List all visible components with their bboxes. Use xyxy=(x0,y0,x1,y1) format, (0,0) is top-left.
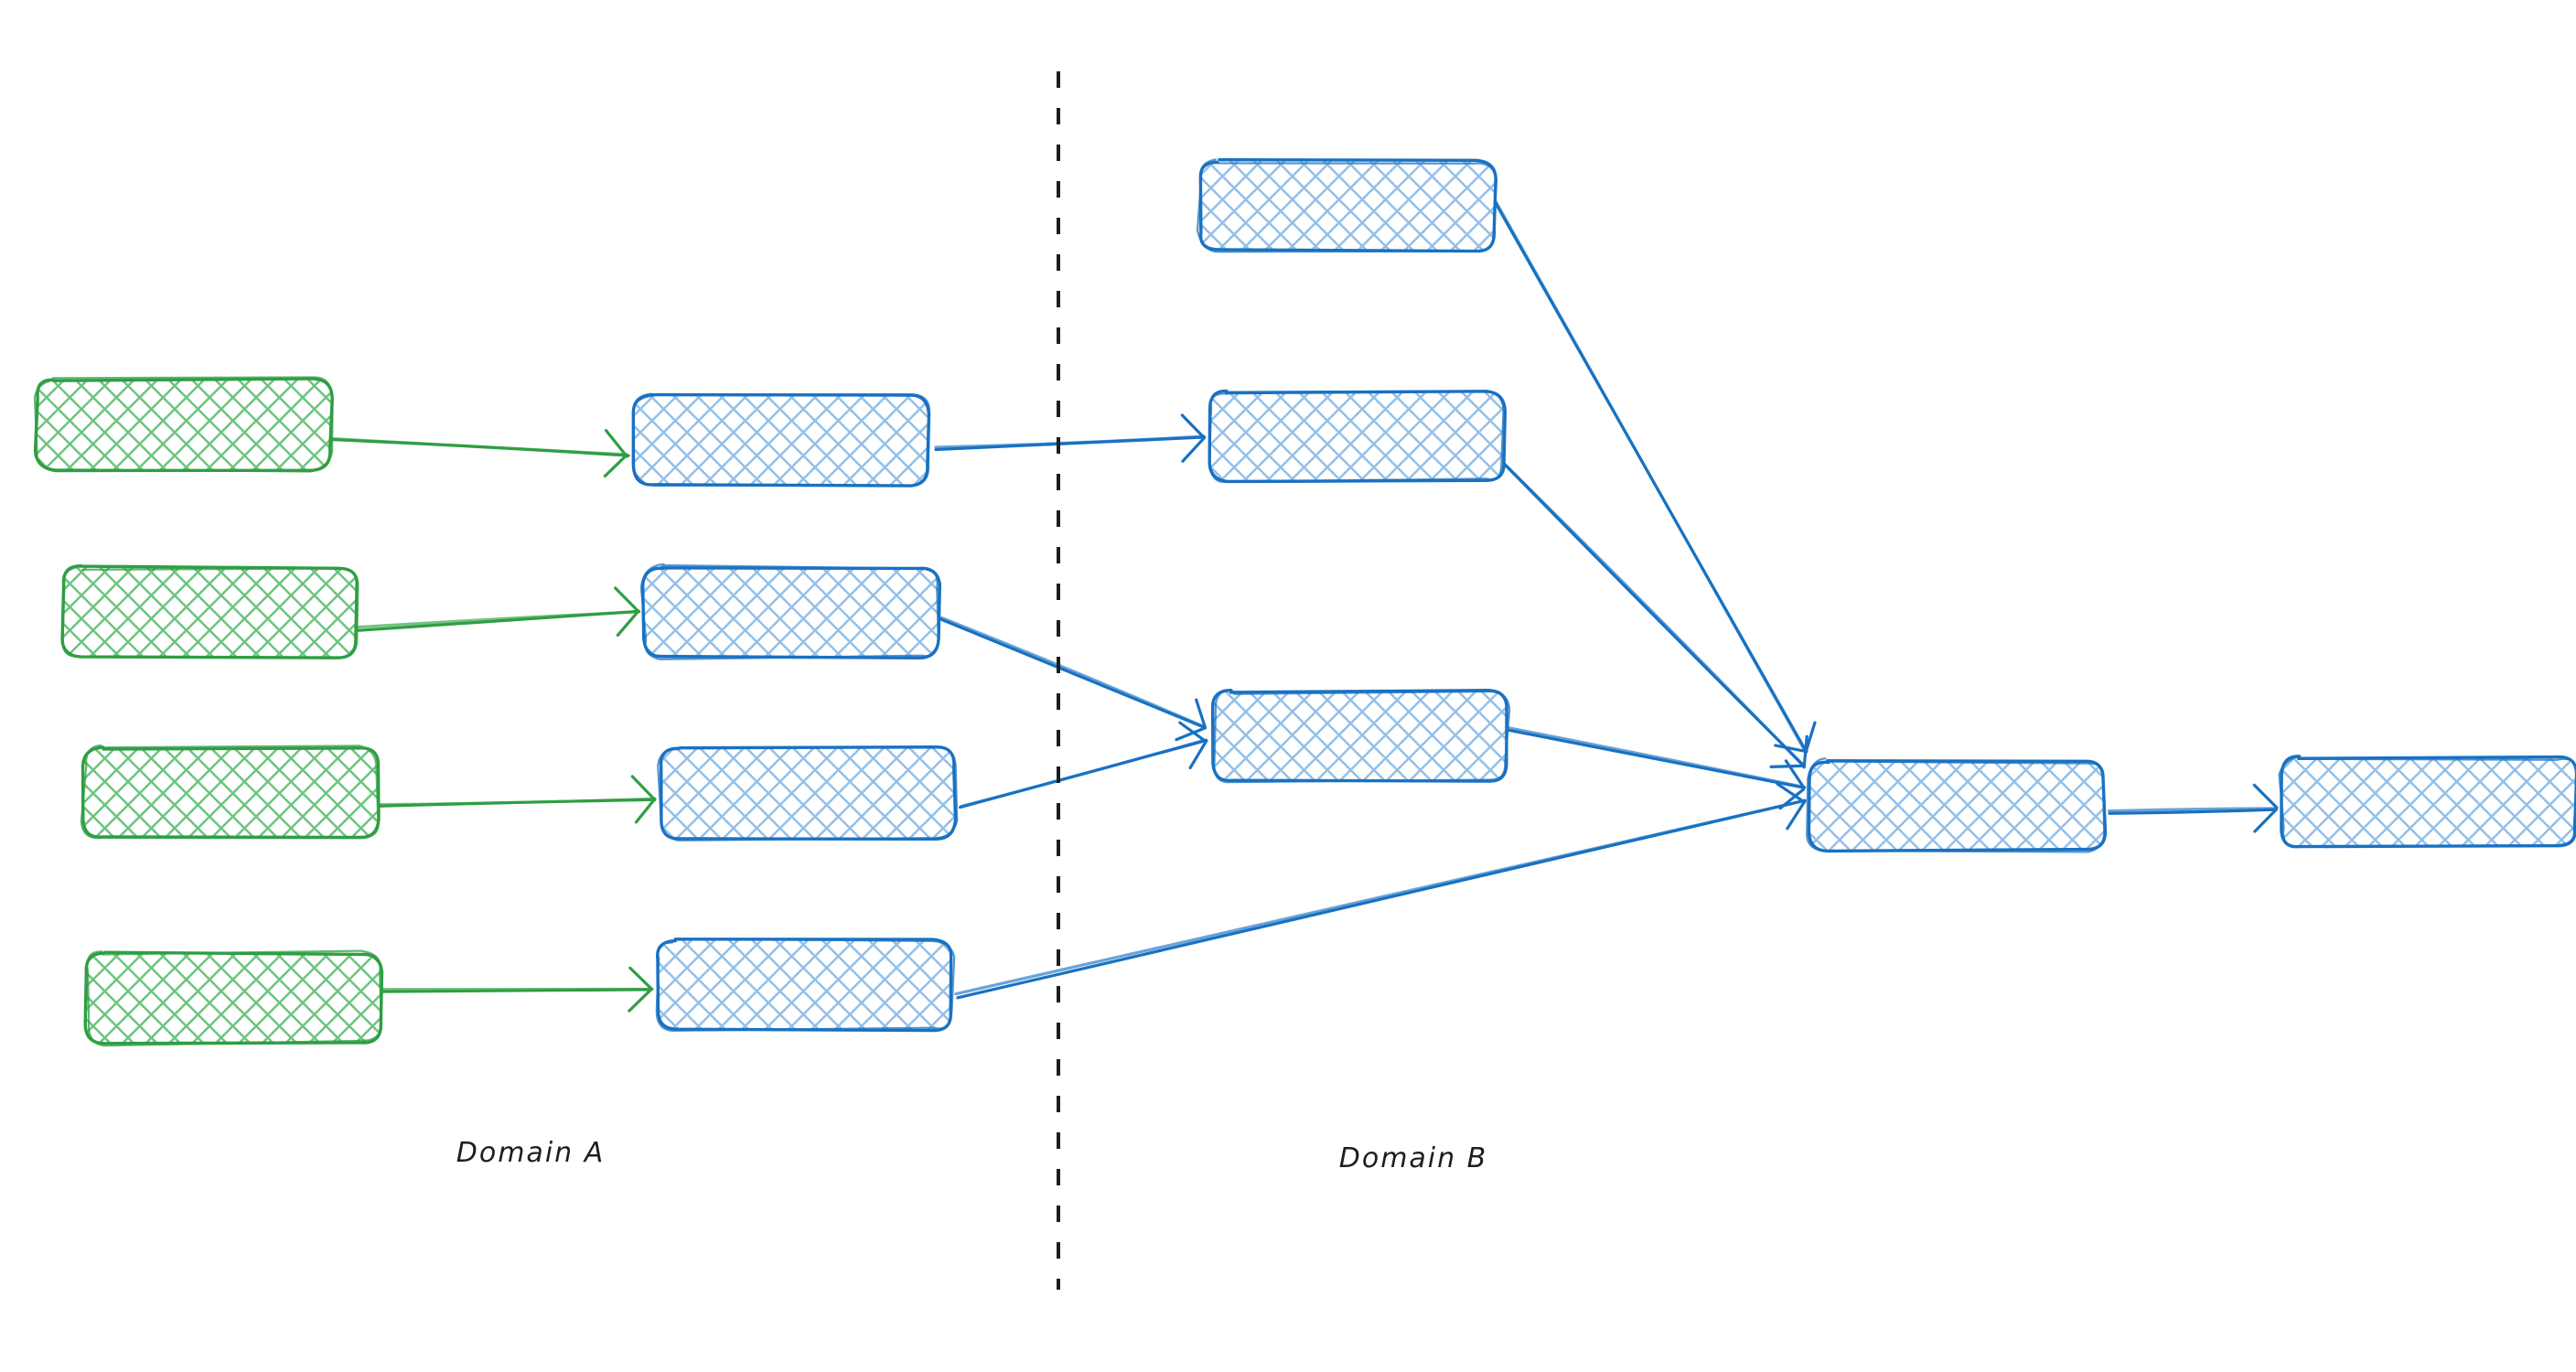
node-c3[interactable] xyxy=(1210,688,1511,784)
edge-arrowhead xyxy=(1776,782,1806,804)
node-fill xyxy=(1213,691,1508,781)
edge-b1-c2 xyxy=(934,413,1207,463)
nodes-layer xyxy=(33,157,2576,1047)
edge-arrowhead xyxy=(1188,739,1208,770)
node-outline xyxy=(2278,755,2576,848)
edge-b3-c3 xyxy=(958,721,1208,809)
edge-arrowhead xyxy=(1195,698,1207,729)
edge-line xyxy=(2107,807,2278,813)
edge-arrowhead xyxy=(614,586,640,614)
node-fill xyxy=(1209,391,1504,481)
node-outline xyxy=(61,565,360,659)
edge-line xyxy=(377,797,656,807)
node-fill xyxy=(657,940,951,1030)
edge-arrowhead xyxy=(2252,783,2279,809)
edge-d1-e1 xyxy=(2107,783,2279,833)
node-b4[interactable] xyxy=(655,938,956,1033)
edge-arrowhead xyxy=(1774,744,1809,754)
node-b2[interactable] xyxy=(639,563,942,660)
node-e1[interactable] xyxy=(2278,755,2576,849)
edge-arrowhead xyxy=(1778,788,1806,810)
node-c2[interactable] xyxy=(1208,389,1508,484)
node-fill xyxy=(644,567,939,657)
edge-line xyxy=(934,434,1206,449)
edge-line xyxy=(1507,726,1807,789)
edge-a2-b2 xyxy=(355,586,641,638)
edge-line xyxy=(954,799,1807,996)
node-outline xyxy=(1210,688,1508,783)
edge-c3-d1 xyxy=(1507,726,1807,810)
edge-arrowhead xyxy=(1802,734,1809,769)
node-a3[interactable] xyxy=(80,744,381,840)
node-outline xyxy=(33,376,334,473)
edge-arrowhead xyxy=(1180,413,1205,438)
node-fill xyxy=(84,748,379,838)
node-outline xyxy=(1208,390,1505,483)
node-fill xyxy=(1200,161,1495,251)
edge-c1-d1 xyxy=(1487,191,1817,754)
edge-c2-d1 xyxy=(1494,453,1809,769)
edge-arrowhead xyxy=(1784,759,1806,789)
edge-arrowhead xyxy=(1175,726,1208,742)
edge-arrowhead xyxy=(1178,721,1208,743)
node-c1[interactable] xyxy=(1196,157,1498,253)
node-fill xyxy=(1809,761,2104,851)
edge-arrowhead xyxy=(604,429,628,458)
edge-arrowhead xyxy=(2253,808,2279,833)
edge-line xyxy=(960,738,1207,809)
edge-b4-d1 xyxy=(954,782,1807,1000)
edge-arrowhead xyxy=(1181,435,1207,463)
edge-arrowhead xyxy=(616,609,640,638)
node-outline xyxy=(1806,757,2106,853)
node-outline xyxy=(1196,158,1498,253)
edge-a4-b4 xyxy=(379,966,654,1013)
edge-arrowhead xyxy=(628,988,652,1013)
edge-line xyxy=(355,610,641,629)
node-fill xyxy=(2281,757,2576,847)
node-a4[interactable] xyxy=(83,949,384,1047)
node-outline xyxy=(1213,689,1511,784)
node-a2[interactable] xyxy=(60,564,360,659)
domain-a-label: Domain A xyxy=(456,1137,605,1169)
edge-b2-c3 xyxy=(939,616,1208,742)
edges-layer xyxy=(328,191,2279,1013)
node-fill xyxy=(37,380,331,469)
node-b3[interactable] xyxy=(657,745,959,841)
node-a1[interactable] xyxy=(33,376,334,473)
node-outline xyxy=(86,949,383,1047)
edge-arrowhead xyxy=(628,966,653,991)
node-b1[interactable] xyxy=(631,392,931,488)
domain-b-label: Domain B xyxy=(1339,1142,1488,1174)
edge-line xyxy=(1489,191,1808,754)
edge-line xyxy=(328,436,628,456)
edge-arrowhead xyxy=(634,797,657,824)
node-outline xyxy=(639,563,939,660)
node-outline xyxy=(655,938,956,1032)
node-d1[interactable] xyxy=(1806,757,2108,853)
edge-line xyxy=(939,616,1207,729)
node-fill xyxy=(86,953,381,1043)
edge-a1-b1 xyxy=(328,429,630,478)
edge-arrowhead xyxy=(630,775,657,801)
node-outline xyxy=(631,393,931,487)
edge-arrowhead xyxy=(1786,799,1807,831)
edge-line xyxy=(1494,453,1806,768)
edge-line xyxy=(2108,808,2277,815)
edge-arrowhead xyxy=(603,453,628,478)
node-fill xyxy=(660,748,955,838)
node-outline xyxy=(80,744,380,840)
node-fill xyxy=(62,567,357,657)
node-outline xyxy=(657,746,959,841)
node-fill xyxy=(634,395,928,485)
edge-a3-b3 xyxy=(377,775,657,824)
